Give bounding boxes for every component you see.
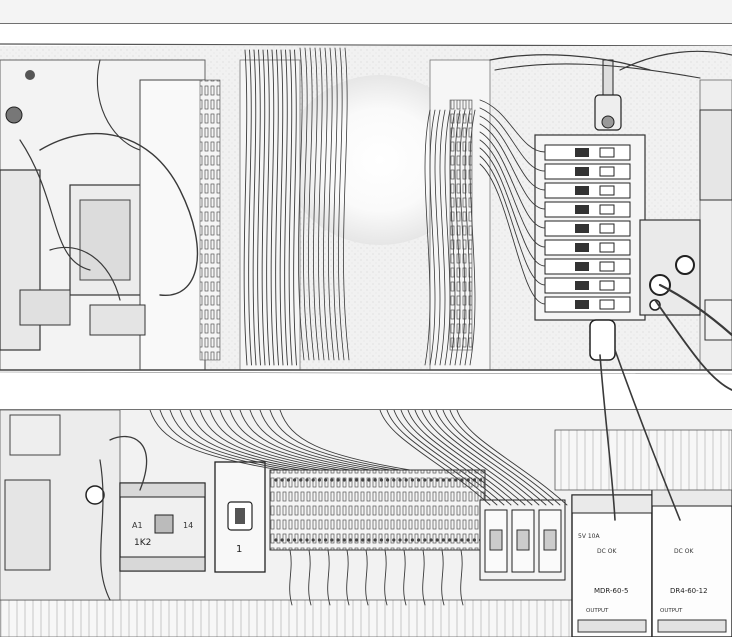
top-frame [0,0,732,47]
contactor-label: 1K2 [134,538,151,548]
pneumatic-fittings [589,109,732,361]
power-supply-5v: 5V 10A DC OK MDR-60-5 OUTPUT [571,494,653,637]
lower-terminal-blocks [269,469,486,551]
breaker-label: 1 [236,544,242,555]
pneumatic-valve-manifold [534,134,646,321]
psu2-dc-ok: DC OK [674,548,694,555]
relay-modules [479,499,566,581]
psu1-dc-ok: DC OK [597,548,617,555]
power-supply-12v: DC OK DR4-60-12 OUTPUT [651,487,732,637]
psu2-output: OUTPUT [660,608,683,614]
left-controller-module [0,70,206,371]
din-rail-separator [0,369,732,411]
right-vent-panel [554,429,732,491]
pressure-regulator [594,59,622,131]
contactor-mark-a: A1 [132,521,143,530]
wiring-harness [19,47,732,606]
left-lower-devices [4,414,105,571]
psu1-rating: 5V 10A [578,533,600,540]
psu1-model: MDR-60-5 [594,587,628,595]
upper-terminal-strips [199,79,473,361]
contactor-mark-b: 14 [183,521,193,530]
psu2-model: DR4-60-12 [670,587,708,595]
psu1-output: OUTPUT [586,608,609,614]
circuit-breaker: 1 [214,461,266,573]
contactor: A1 14 1K2 [119,482,206,572]
